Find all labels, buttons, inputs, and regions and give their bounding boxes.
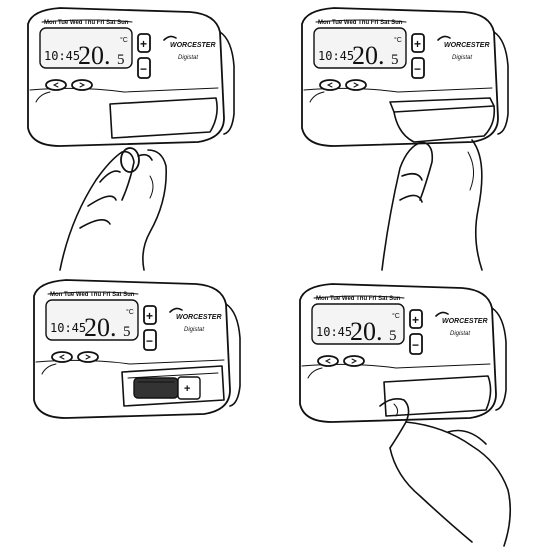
model-name: Digistat (184, 327, 204, 333)
step-3-illustration: Mon Tue Wed Thu Fri Sat Sun 10:45 20. 5 … (0, 276, 272, 552)
temperature-readout: 20. (84, 313, 117, 342)
day-labels: Mon Tue Wed Thu Fri Sat Sun (316, 296, 401, 302)
thermostat-unit: Mon Tue Wed Thu Fri Sat Sun 10:45 20. 5 … (300, 284, 506, 422)
step-2-panel: Mon Tue Wed Thu Fri Sat Sun 10:45 20. 5 … (272, 0, 544, 276)
brand-logo: WORCESTER (170, 42, 216, 49)
unit-label: °C (126, 308, 134, 316)
thermostat-unit: Mon Tue Wed Thu Fri Sat Sun 10:45 20. 5 … (302, 8, 508, 146)
brand-logo: WORCESTER (176, 314, 222, 321)
model-name: Digistat (178, 55, 198, 61)
plus-button[interactable]: + (140, 37, 147, 51)
step-4-panel: Mon Tue Wed Thu Fri Sat Sun 10:45 20. 5 … (272, 276, 544, 552)
day-labels: Mon Tue Wed Thu Fri Sat Sun (318, 20, 403, 26)
temperature-decimal: 5 (123, 324, 131, 340)
temperature-decimal: 5 (391, 52, 399, 68)
temperature-readout: 20. (78, 41, 111, 70)
minus-button[interactable]: − (140, 62, 147, 76)
temperature-decimal: 5 (117, 52, 125, 68)
model-name: Digistat (450, 331, 470, 337)
step-2-illustration: Mon Tue Wed Thu Fri Sat Sun 10:45 20. 5 … (272, 0, 544, 276)
time-readout: 10:45 (318, 49, 354, 63)
unit-label: °C (392, 312, 400, 320)
hand-with-coin (60, 148, 166, 270)
plus-button[interactable]: + (146, 309, 153, 323)
minus-button[interactable]: − (412, 338, 419, 352)
time-readout: 10:45 (50, 321, 86, 335)
step-1-illustration: Mon Tue Wed Thu Fri Sat Sun 10:45 20. 5 … (0, 0, 272, 276)
hand-pulling-cover (382, 140, 482, 270)
thermostat-unit: Mon Tue Wed Thu Fri Sat Sun 10:45 20. 5 … (34, 280, 240, 418)
unit-label: °C (120, 36, 128, 44)
battery: + (134, 377, 200, 399)
step-3-panel: Mon Tue Wed Thu Fri Sat Sun 10:45 20. 5 … (0, 276, 272, 552)
battery-polarity: + (184, 383, 190, 395)
day-labels: Mon Tue Wed Thu Fri Sat Sun (44, 20, 129, 26)
day-labels: Mon Tue Wed Thu Fri Sat Sun (50, 292, 135, 298)
brand-logo: WORCESTER (444, 42, 490, 49)
model-name: Digistat (452, 55, 472, 61)
thermostat-unit: Mon Tue Wed Thu Fri Sat Sun 10:45 20. 5 … (28, 8, 234, 146)
temperature-decimal: 5 (389, 328, 397, 344)
minus-button[interactable]: − (146, 334, 153, 348)
time-readout: 10:45 (44, 49, 80, 63)
temperature-readout: 20. (352, 41, 385, 70)
step-4-illustration: Mon Tue Wed Thu Fri Sat Sun 10:45 20. 5 … (272, 276, 544, 552)
plus-button[interactable]: + (414, 37, 421, 51)
minus-button[interactable]: − (414, 62, 421, 76)
plus-button[interactable]: + (412, 313, 419, 327)
time-readout: 10:45 (316, 325, 352, 339)
step-1-panel: Mon Tue Wed Thu Fri Sat Sun 10:45 20. 5 … (0, 0, 272, 276)
unit-label: °C (394, 36, 402, 44)
brand-logo: WORCESTER (442, 318, 488, 325)
temperature-readout: 20. (350, 317, 383, 346)
